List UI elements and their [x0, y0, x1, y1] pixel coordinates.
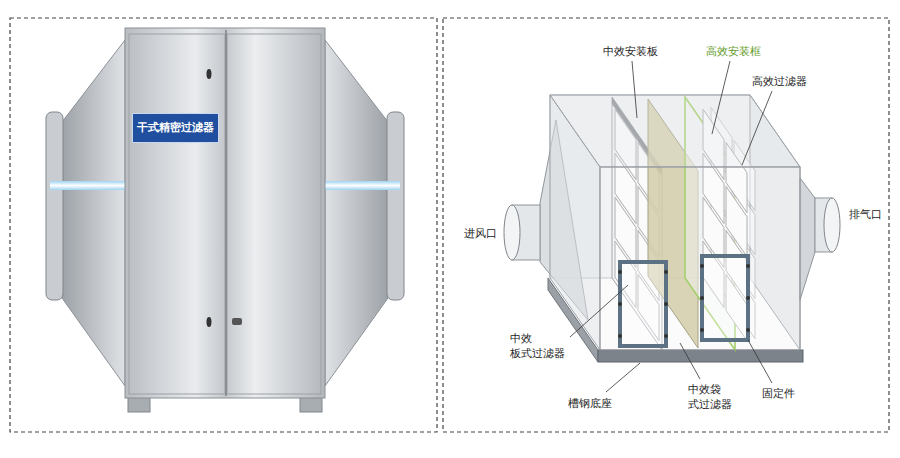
- inlet-hood: [62, 40, 125, 386]
- door-seam: [225, 30, 227, 396]
- photo-panel: [10, 18, 437, 432]
- fixing-frame: [702, 256, 748, 340]
- leader-line: [632, 61, 637, 118]
- nameplate-text: 干式精密过滤器: [137, 121, 214, 135]
- bolt: [664, 334, 668, 338]
- bolt: [664, 302, 668, 306]
- part-label: 高效过滤器: [752, 74, 807, 89]
- bolt: [700, 328, 704, 332]
- bolt: [746, 328, 750, 332]
- diagram-panel: [443, 18, 889, 432]
- bolt: [618, 334, 622, 338]
- leader-line: [570, 285, 628, 337]
- part-label: 进风口: [464, 226, 497, 241]
- part-label: 排气口: [849, 207, 882, 222]
- part-label: 中效袋 式过滤器: [688, 382, 732, 413]
- leader-lines: [570, 61, 772, 392]
- door-lock: [207, 317, 212, 327]
- nameplate: 干式精密过滤器: [132, 113, 219, 143]
- door-handle: [232, 318, 242, 325]
- light-stripe: [50, 181, 125, 190]
- housing-front: [600, 167, 800, 350]
- bolt: [618, 302, 622, 306]
- part-label: 中效安装板: [603, 44, 658, 59]
- part-label: 高效安装框: [706, 44, 761, 59]
- leader-line: [680, 343, 700, 379]
- leader-line: [748, 340, 772, 383]
- bolt: [618, 270, 622, 274]
- leader-line: [606, 363, 640, 392]
- bolt: [746, 264, 750, 268]
- light-stripe: [325, 181, 400, 190]
- bolt: [746, 296, 750, 300]
- part-label: 固定件: [762, 386, 795, 401]
- outlet-opening: [824, 198, 840, 252]
- bolts: [618, 264, 750, 338]
- bolt: [700, 264, 704, 268]
- channel-base: [598, 350, 803, 362]
- leader-line: [712, 61, 730, 134]
- door: [227, 34, 321, 394]
- inlet-flange: [46, 112, 63, 300]
- bolt: [664, 270, 668, 274]
- outlet-hood: [325, 40, 388, 386]
- part-label: 中效 板式过滤器: [510, 331, 565, 362]
- door-lock: [207, 69, 212, 79]
- fixing-frame: [620, 262, 666, 346]
- outlet-hood: [800, 178, 815, 300]
- housing-top: [550, 95, 800, 167]
- outlet-flange: [387, 112, 404, 300]
- bolt: [700, 296, 704, 300]
- inlet-opening: [504, 205, 520, 260]
- cabinet: [125, 28, 325, 398]
- door: [129, 34, 225, 394]
- leader-line: [742, 91, 772, 165]
- part-label: 槽钢底座: [568, 396, 612, 411]
